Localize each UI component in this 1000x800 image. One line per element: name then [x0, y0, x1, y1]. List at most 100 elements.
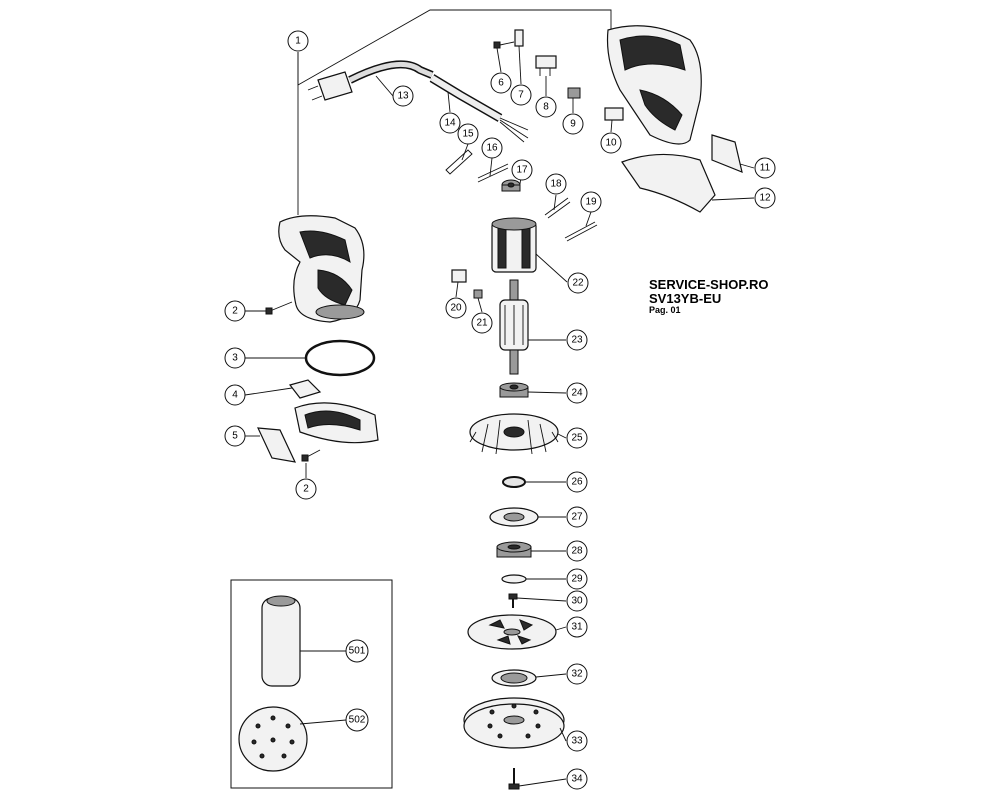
- screw-34: [508, 768, 520, 790]
- callouts: 1 2 3 4 5 2 6 7 8 9 10 11 12 13 14 15 16…: [224, 30, 776, 790]
- svg-text:20: 20: [450, 303, 462, 314]
- callout-15: 15: [457, 123, 479, 145]
- callout-20: 20: [445, 297, 467, 319]
- dust-flap-left: [257, 427, 297, 463]
- svg-text:21: 21: [476, 318, 488, 329]
- armature-23: [499, 279, 529, 375]
- callout-29: 29: [566, 568, 588, 590]
- clip-7: [514, 29, 524, 47]
- cover-12: [621, 153, 716, 213]
- leader-lines: [244, 45, 755, 787]
- spring-18: [544, 197, 571, 219]
- callout-8: 8: [535, 96, 557, 118]
- svg-text:23: 23: [571, 335, 583, 346]
- ring-32: [491, 669, 537, 687]
- svg-text:501: 501: [349, 646, 366, 657]
- connector-9: [567, 87, 581, 99]
- svg-text:29: 29: [571, 574, 583, 585]
- callout-13: 13: [392, 85, 414, 107]
- svg-text:27: 27: [571, 512, 583, 523]
- callout-25: 25: [566, 427, 588, 449]
- capacitor-10: [604, 107, 624, 121]
- svg-text:30: 30: [571, 596, 583, 607]
- callout-33: 33: [566, 730, 588, 752]
- svg-text:17: 17: [516, 165, 528, 176]
- svg-text:10: 10: [605, 138, 617, 149]
- svg-text:502: 502: [349, 715, 366, 726]
- callout-14: 14: [439, 112, 461, 134]
- fan-25: [469, 413, 559, 455]
- washer-26: [502, 476, 526, 488]
- callout-2b: 2: [295, 478, 317, 500]
- svg-text:14: 14: [444, 118, 456, 129]
- plate-27: [489, 507, 539, 527]
- spring-19: [564, 221, 598, 242]
- svg-text:12: 12: [759, 193, 771, 204]
- screw-2-bottom: [301, 449, 321, 462]
- callout-3: 3: [224, 347, 246, 369]
- svg-text:6: 6: [498, 78, 504, 89]
- callout-2a: 2: [224, 300, 246, 322]
- svg-text:3: 3: [232, 353, 238, 364]
- callout-10: 10: [600, 132, 622, 154]
- svg-text:15: 15: [462, 129, 474, 140]
- svg-text:1: 1: [295, 36, 301, 47]
- callout-26: 26: [566, 471, 588, 493]
- callout-24: 24: [566, 382, 588, 404]
- dust-bag-501: [261, 595, 301, 687]
- svg-text:13: 13: [397, 91, 409, 102]
- callout-502: 502: [345, 708, 369, 732]
- callout-18: 18: [545, 173, 567, 195]
- svg-text:32: 32: [571, 669, 583, 680]
- svg-text:7: 7: [518, 90, 524, 101]
- accessories-box: [230, 579, 393, 789]
- callout-501: 501: [345, 639, 369, 663]
- svg-text:34: 34: [571, 774, 583, 785]
- svg-text:25: 25: [571, 433, 583, 444]
- callout-17: 17: [511, 159, 533, 181]
- svg-text:4: 4: [232, 390, 238, 401]
- callout-12: 12: [754, 187, 776, 209]
- callout-6: 6: [490, 72, 512, 94]
- o-ring: [304, 339, 376, 377]
- sanding-disc-502: [238, 706, 308, 772]
- svg-text:24: 24: [571, 388, 583, 399]
- callout-11: 11: [754, 157, 776, 179]
- screw-2-top: [265, 301, 293, 315]
- svg-text:2: 2: [232, 306, 238, 317]
- brush-20: [451, 269, 467, 283]
- shop-name: SERVICE-SHOP.RO: [649, 277, 769, 292]
- callout-5: 5: [224, 425, 246, 447]
- svg-text:33: 33: [571, 736, 583, 747]
- assembly-bracket: [297, 9, 612, 215]
- svg-text:28: 28: [571, 546, 583, 557]
- power-cord: [307, 60, 529, 143]
- svg-text:26: 26: [571, 477, 583, 488]
- model-code: SV13YB-EU: [649, 291, 722, 306]
- bearing-28: [496, 541, 532, 558]
- washer-29: [501, 574, 527, 584]
- svg-text:11: 11: [760, 163, 771, 174]
- bearing-17: [501, 179, 521, 192]
- svg-text:16: 16: [486, 143, 498, 154]
- callout-30: 30: [566, 590, 588, 612]
- svg-text:18: 18: [550, 179, 562, 190]
- callout-16: 16: [481, 137, 503, 159]
- svg-text:8: 8: [543, 102, 549, 113]
- callout-22: 22: [567, 272, 589, 294]
- callout-19: 19: [580, 191, 602, 213]
- svg-text:9: 9: [570, 119, 576, 130]
- svg-text:19: 19: [585, 197, 597, 208]
- callout-7: 7: [510, 84, 532, 106]
- svg-text:31: 31: [571, 622, 583, 633]
- spring-15: [445, 149, 473, 175]
- callout-32: 32: [566, 663, 588, 685]
- flap-11: [711, 134, 743, 173]
- sanding-pad-33: [463, 697, 565, 749]
- callout-4: 4: [224, 384, 246, 406]
- svg-text:2: 2: [303, 484, 309, 495]
- callout-27: 27: [566, 506, 588, 528]
- svg-text:5: 5: [232, 431, 238, 442]
- housing-left: [278, 215, 365, 323]
